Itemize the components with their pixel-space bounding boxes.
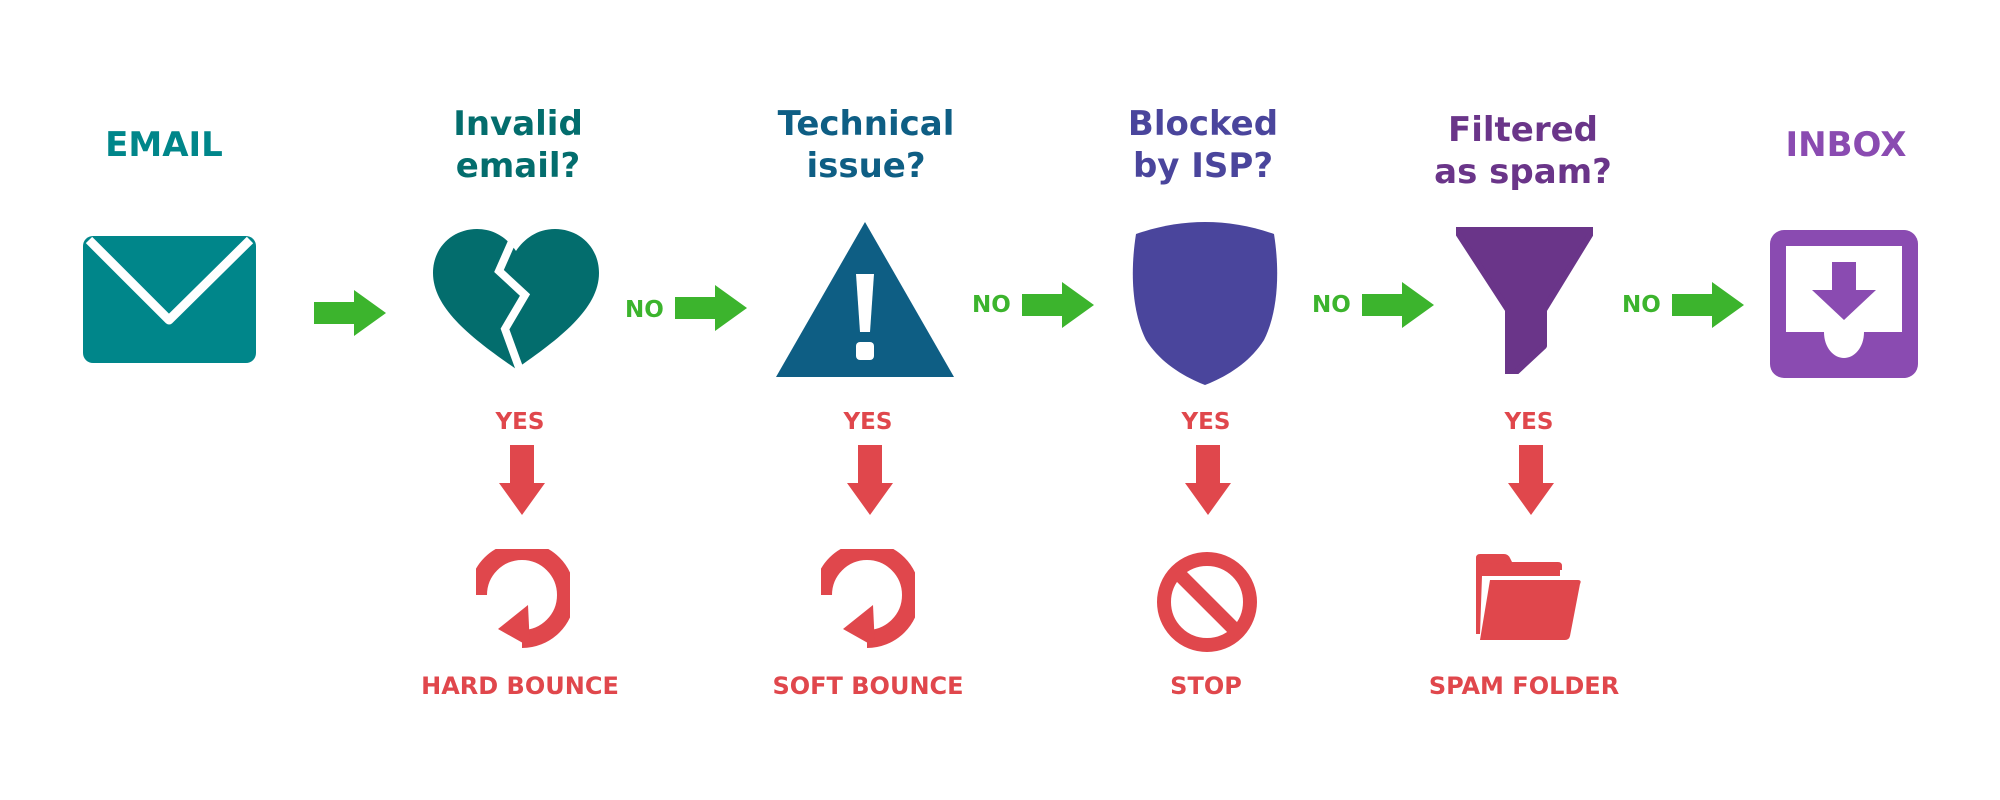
no-label: NO [1312,292,1351,318]
step-title-blocked-by-isp: Blocked by ISP? [1127,104,1279,186]
broken-heart-icon [433,229,599,379]
inbox-icon [1770,230,1918,378]
step-title-invalid-email: Invalid email? [453,104,583,186]
outcome-label: STOP [1170,672,1242,700]
arrow-right-icon [1022,282,1094,332]
envelope-icon [83,236,256,363]
no-label: NO [972,292,1011,318]
yes-label: YES [495,409,545,435]
no-label: NO [625,297,664,323]
yes-label: YES [1504,409,1554,435]
yes-label: YES [1181,409,1231,435]
arrow-right-icon [675,285,747,335]
arrow-down-icon [1508,445,1554,519]
shield-icon [1132,222,1278,385]
outcome-label: SOFT BOUNCE [772,672,964,700]
outcome-label: SPAM FOLDER [1428,672,1620,700]
arrow-right-icon [314,290,386,340]
step-title-technical-issue: Technical issue? [777,104,955,186]
step-title-inbox: INBOX [1785,125,1907,165]
bounce-icon [476,549,570,649]
bounce-icon [821,549,915,649]
folder-icon [1474,554,1582,640]
outcome-label: HARD BOUNCE [421,672,619,700]
arrow-down-icon [1185,445,1231,519]
arrow-down-icon [499,445,545,519]
step-title-filtered-as-spam: Filtered as spam? [1434,110,1612,192]
funnel-icon [1456,226,1593,374]
prohibited-icon [1156,551,1258,653]
arrow-right-icon [1362,282,1434,332]
warning-icon [776,222,954,377]
no-label: NO [1622,292,1661,318]
arrow-down-icon [847,445,893,519]
yes-label: YES [843,409,893,435]
arrow-right-icon [1672,282,1744,332]
step-title-email: EMAIL [105,125,223,165]
